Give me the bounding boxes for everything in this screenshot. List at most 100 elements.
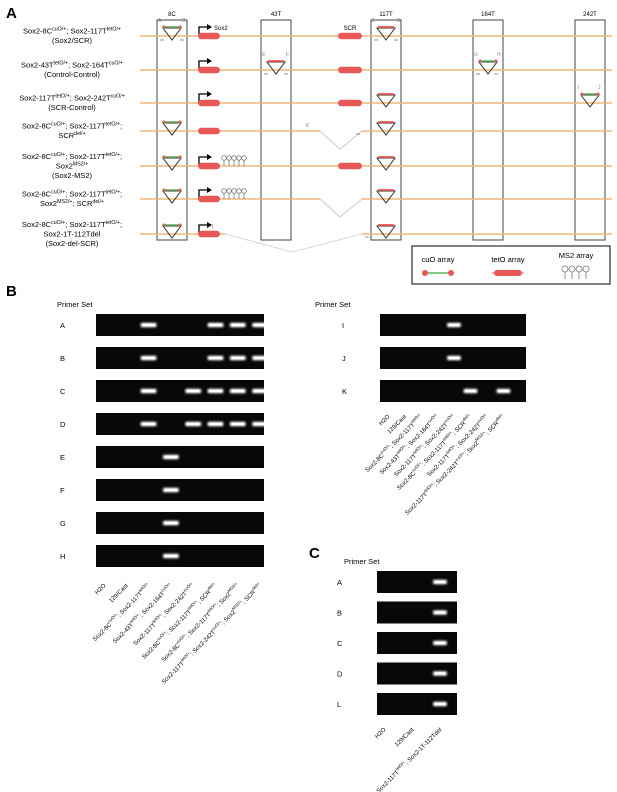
- text-run: ​: [221, 622, 225, 626]
- ms2-loop: [226, 155, 232, 161]
- row-label: Sox2-1T-112Tdel: [44, 229, 101, 238]
- text-run: (Control-Control): [44, 70, 100, 79]
- lane-label: Sox2-117TtetO/+​; Sox2-242TcuO/+​; Sox2M…: [159, 581, 264, 686]
- deletion-bracket: [319, 130, 363, 150]
- tss-arrow: [198, 156, 208, 166]
- teto-insert: [376, 157, 396, 171]
- superscript: MS2/+: [226, 581, 239, 594]
- gel-strip-d: [377, 662, 457, 685]
- gel-band-core: [209, 323, 222, 327]
- tss-arrow: [198, 189, 208, 199]
- lane-label: 129/Cast: [108, 583, 129, 604]
- text-run: ; Sox2-117T: [65, 189, 106, 198]
- primer-set-title: Primer Set: [344, 557, 380, 566]
- text-run: Sox2-8C: [22, 220, 52, 229]
- ms2-loop: [226, 188, 232, 194]
- superscript: cuO/+: [379, 443, 391, 455]
- ms2-loop: [241, 155, 247, 161]
- row-label: (Control-Control): [44, 70, 100, 79]
- text-run: Sox2-8C: [22, 121, 52, 130]
- primer-row-label: B: [337, 609, 342, 618]
- text-run: Sox2: [56, 161, 73, 170]
- lane-label: H2O: [378, 414, 391, 427]
- gel-band-core: [254, 323, 267, 327]
- superscript: del/+: [494, 412, 504, 422]
- deletion-bracket: [224, 233, 363, 253]
- primer-row-label: H: [60, 552, 65, 561]
- gel-band-core: [187, 422, 200, 426]
- superscript: tetO/+: [410, 412, 422, 424]
- gel-band-core: [164, 554, 177, 558]
- primer-mark: I: [578, 85, 579, 91]
- gel-band-core: [142, 323, 155, 327]
- ms2-loop: [236, 188, 242, 194]
- gel-strip-k: [380, 380, 526, 402]
- gel-band-core: [187, 389, 200, 393]
- superscript: tetO/+: [55, 93, 69, 99]
- ms2-loop: [221, 188, 227, 194]
- ms2-loop: [221, 155, 227, 161]
- gel-band-core: [449, 323, 459, 327]
- superscript: cuO/+: [211, 619, 223, 631]
- text-run: ​: [241, 601, 245, 605]
- superscript: cuO/+: [109, 60, 123, 66]
- text-run: Sox2: [40, 199, 57, 208]
- teto-insert: [376, 94, 396, 108]
- superscript: cuO/+: [182, 581, 194, 593]
- text-run: ​: [216, 604, 220, 608]
- column-header: 164T: [481, 12, 495, 18]
- row-label: Sox2MS2/+​: [56, 161, 88, 170]
- text-run: ; SCR: [485, 420, 501, 436]
- region-box-8c: [156, 19, 188, 241]
- cuo-insert: [162, 157, 182, 171]
- gel-strip-a: [96, 314, 264, 336]
- gel-band-core: [435, 672, 445, 675]
- row-label: Sox2-8CcuO/+​; Sox2-117TtetO/+​: [23, 26, 121, 35]
- superscript: cuO/+: [52, 26, 66, 32]
- text-run: Sox2-8C: [161, 642, 182, 663]
- primer-mark: E: [262, 52, 266, 58]
- superscript: cuO/+: [51, 189, 65, 195]
- sox2-gene: [198, 32, 220, 40]
- text-run: ; Sox2: [464, 440, 481, 457]
- primer-row-label: D: [337, 670, 343, 679]
- legend-teto-label: tetO array: [491, 255, 525, 264]
- text-run: Sox2-8C: [141, 639, 162, 660]
- ms2-loop: [231, 155, 237, 161]
- gel-band-core: [209, 389, 222, 393]
- row-label: SCRdel/+​: [58, 131, 85, 140]
- text-run: Sox2-8C: [22, 189, 52, 198]
- primer-mark: H: [497, 52, 501, 58]
- primer-row-label: E: [60, 453, 65, 462]
- superscript: MS2/+: [73, 161, 88, 167]
- teto-insert: [376, 225, 396, 239]
- text-run: ​: [148, 583, 152, 587]
- gel-strip-c: [96, 380, 264, 402]
- text-run: ​: [237, 583, 241, 587]
- superscript: cuO/+: [175, 632, 187, 644]
- tss-arrowhead: [207, 222, 212, 228]
- row-label: Sox2-8CcuO/+​; Sox2-117TtetO/+​;: [22, 121, 122, 130]
- region-box-117t: [370, 19, 402, 241]
- panel-letter-b: B: [6, 283, 17, 300]
- legend-ms2-loop: [575, 265, 583, 273]
- superscript: cuO/+: [107, 612, 119, 624]
- legend-ms2-loop: [582, 265, 590, 273]
- gel-band-core: [231, 356, 244, 360]
- sox2-gene: [198, 230, 220, 238]
- gel-strip-b: [96, 347, 264, 369]
- primer-row-label: D: [60, 420, 66, 429]
- primer-row-label: G: [60, 519, 66, 528]
- ms2-loop: [241, 188, 247, 194]
- gel-strip-b: [377, 601, 457, 624]
- sox2-gene: [198, 162, 220, 170]
- cuo-end: [178, 120, 182, 124]
- panel-letter-c: C: [309, 545, 320, 562]
- legend-cuo-end: [448, 270, 454, 276]
- text-run: (Sox2-MS2): [52, 171, 93, 180]
- text-run: ;: [120, 121, 122, 130]
- tss-arrowhead: [207, 91, 212, 97]
- row-label: Sox2-8CcuO/+​; Sox2-117TtetO/+​;: [22, 220, 122, 229]
